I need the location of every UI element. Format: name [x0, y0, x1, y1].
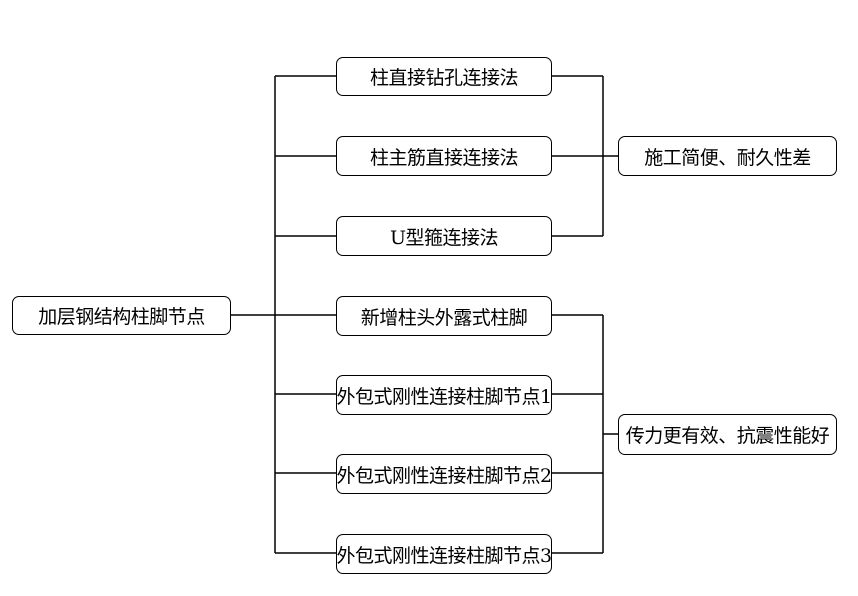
method-node-encased-1: 外包式刚性连接柱脚节点1 [336, 375, 552, 415]
method-node-drilling: 柱直接钻孔连接法 [336, 57, 552, 96]
root-node: 加层钢结构柱脚节点 [12, 296, 231, 335]
method-node-u-hoop: U型箍连接法 [336, 216, 552, 256]
method-node-rebar: 柱主筋直接连接法 [336, 136, 552, 176]
method-node-exposed-base: 新增柱头外露式柱脚 [336, 296, 552, 336]
evaluation-node-lower: 传力更有效、抗震性能好 [618, 414, 837, 455]
method-node-encased-3: 外包式刚性连接柱脚节点3 [336, 534, 552, 574]
evaluation-node-upper: 施工简便、耐久性差 [618, 136, 837, 176]
method-node-encased-2: 外包式刚性连接柱脚节点2 [336, 454, 552, 494]
